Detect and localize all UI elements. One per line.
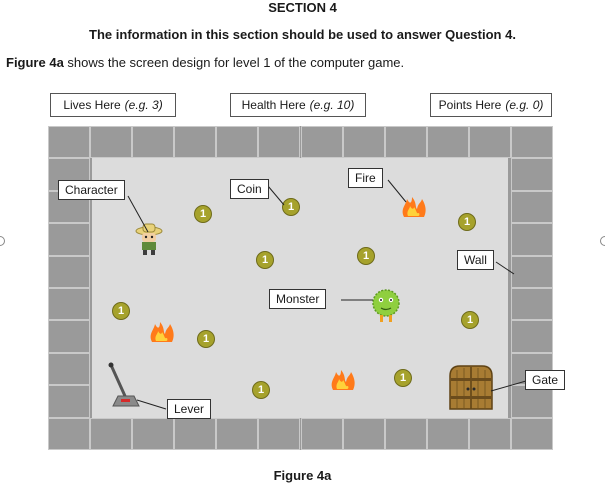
health-example: (e.g. 10) — [309, 98, 355, 112]
wall-brick — [510, 190, 553, 224]
fire-icon — [331, 370, 355, 390]
coin-icon: 1 — [112, 302, 130, 320]
monster-label: Monster — [269, 289, 327, 309]
lives-example: (e.g. 3) — [124, 98, 163, 112]
wall-brick — [90, 126, 133, 159]
coin-icon: 1 — [461, 311, 479, 329]
wall-brick — [426, 126, 469, 159]
wall-brick — [48, 352, 91, 386]
coin-icon: 1 — [197, 330, 215, 348]
lever-icon — [108, 362, 140, 407]
coin-icon: 1 — [458, 213, 476, 231]
wall-brick — [258, 417, 301, 450]
coin-icon: 1 — [357, 247, 375, 265]
wall-brick — [132, 126, 175, 159]
coin-label: Coin — [230, 179, 269, 199]
character-icon — [135, 223, 163, 255]
wall-brick — [384, 417, 427, 450]
section-title: SECTION 4 — [268, 0, 337, 15]
right-edge-mark — [600, 236, 605, 246]
wall-brick — [48, 255, 91, 288]
fire-label: Fire — [348, 168, 383, 188]
wall-brick — [216, 417, 259, 450]
wall-brick — [384, 126, 427, 159]
wall-label: Wall — [457, 250, 494, 270]
wall-brick — [48, 320, 91, 353]
wall-brick — [48, 288, 91, 321]
character-label: Character — [58, 180, 125, 200]
fire-icon — [150, 322, 174, 342]
wall-brick — [174, 126, 217, 159]
wall-brick — [468, 417, 511, 450]
wall-brick — [342, 126, 385, 159]
wall-brick — [510, 158, 553, 191]
wall-brick — [258, 126, 301, 159]
health-label: Health Here — [241, 98, 306, 112]
intro-text: Figure 4a shows the screen design for le… — [6, 55, 404, 70]
coin-icon: 1 — [282, 198, 300, 216]
wall-brick — [48, 223, 91, 256]
wall-brick — [510, 288, 553, 321]
gate-icon — [449, 365, 493, 410]
wall-brick — [216, 126, 259, 159]
points-display: Points Here(e.g. 0) — [430, 93, 552, 117]
wall-brick — [300, 126, 343, 159]
wall-brick — [510, 417, 553, 450]
coin-icon: 1 — [194, 205, 212, 223]
intro-body: shows the screen design for level 1 of t… — [63, 55, 405, 70]
figure-reference: Figure 4a — [6, 55, 64, 70]
wall-brick — [510, 223, 553, 256]
wall-brick — [510, 126, 553, 159]
wall-brick — [48, 126, 91, 159]
game-floor — [92, 158, 508, 418]
health-display: Health Here(e.g. 10) — [230, 93, 366, 117]
monster-icon — [372, 289, 400, 322]
wall-brick — [468, 126, 511, 159]
figure-caption: Figure 4a — [273, 468, 332, 483]
wall-brick — [132, 417, 175, 450]
wall-brick — [342, 417, 385, 450]
fire-icon — [402, 197, 426, 217]
wall-brick — [426, 417, 469, 450]
wall-brick — [48, 417, 91, 450]
wall-brick — [510, 320, 553, 353]
points-example: (e.g. 0) — [505, 98, 544, 112]
wall-brick — [48, 385, 91, 418]
lever-label: Lever — [167, 399, 212, 419]
lives-display: Lives Here(e.g. 3) — [50, 93, 176, 117]
lives-label: Lives Here — [63, 98, 121, 112]
coin-icon: 1 — [256, 251, 274, 269]
section-subtitle: The information in this section should b… — [89, 27, 516, 42]
points-label: Points Here — [438, 98, 502, 112]
wall-brick — [300, 417, 343, 450]
gate-label: Gate — [525, 370, 566, 390]
wall-brick — [90, 417, 133, 450]
coin-icon: 1 — [252, 381, 270, 399]
coin-icon: 1 — [394, 369, 412, 387]
